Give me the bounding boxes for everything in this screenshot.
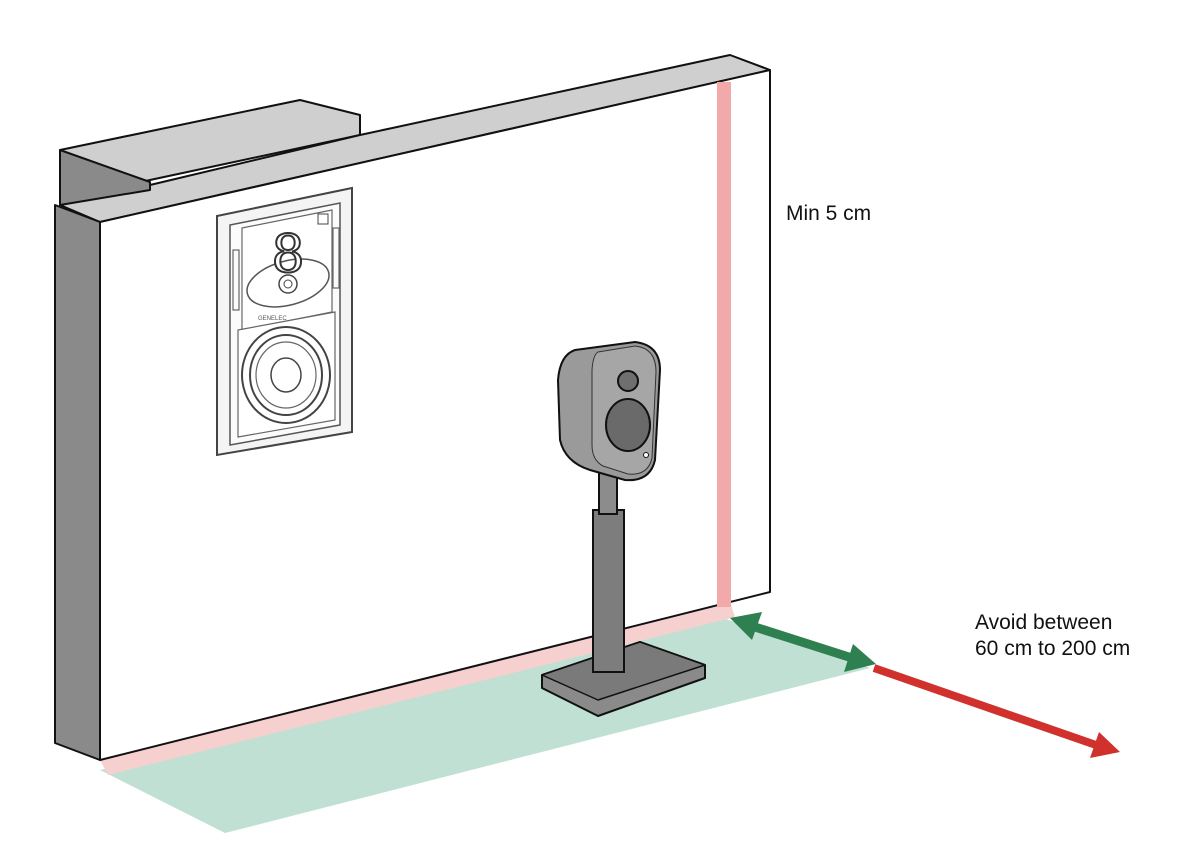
min-gap-vertical-band bbox=[717, 82, 731, 607]
monitor-on-stand-icon bbox=[541, 341, 706, 717]
ok-distance-arrow bbox=[730, 612, 876, 672]
min-distance-label: Min 5 cm bbox=[786, 202, 872, 225]
wall-side-left bbox=[54, 204, 101, 761]
wall-side-back bbox=[59, 149, 151, 206]
avoid-label-line-1: Avoid between bbox=[975, 611, 1113, 634]
flush-mounted-studio-monitor-icon: 8 GENELEC bbox=[216, 186, 353, 457]
floor-min-gap-band bbox=[100, 602, 735, 775]
avoid-distance-label: Avoid between 60 cm to 200 cm bbox=[975, 610, 1130, 662]
avoid-distance-arrow bbox=[872, 664, 1120, 758]
brand-logo-text: GENELEC bbox=[258, 316, 287, 322]
avoid-label-line-2: 60 cm to 200 cm bbox=[975, 637, 1131, 660]
